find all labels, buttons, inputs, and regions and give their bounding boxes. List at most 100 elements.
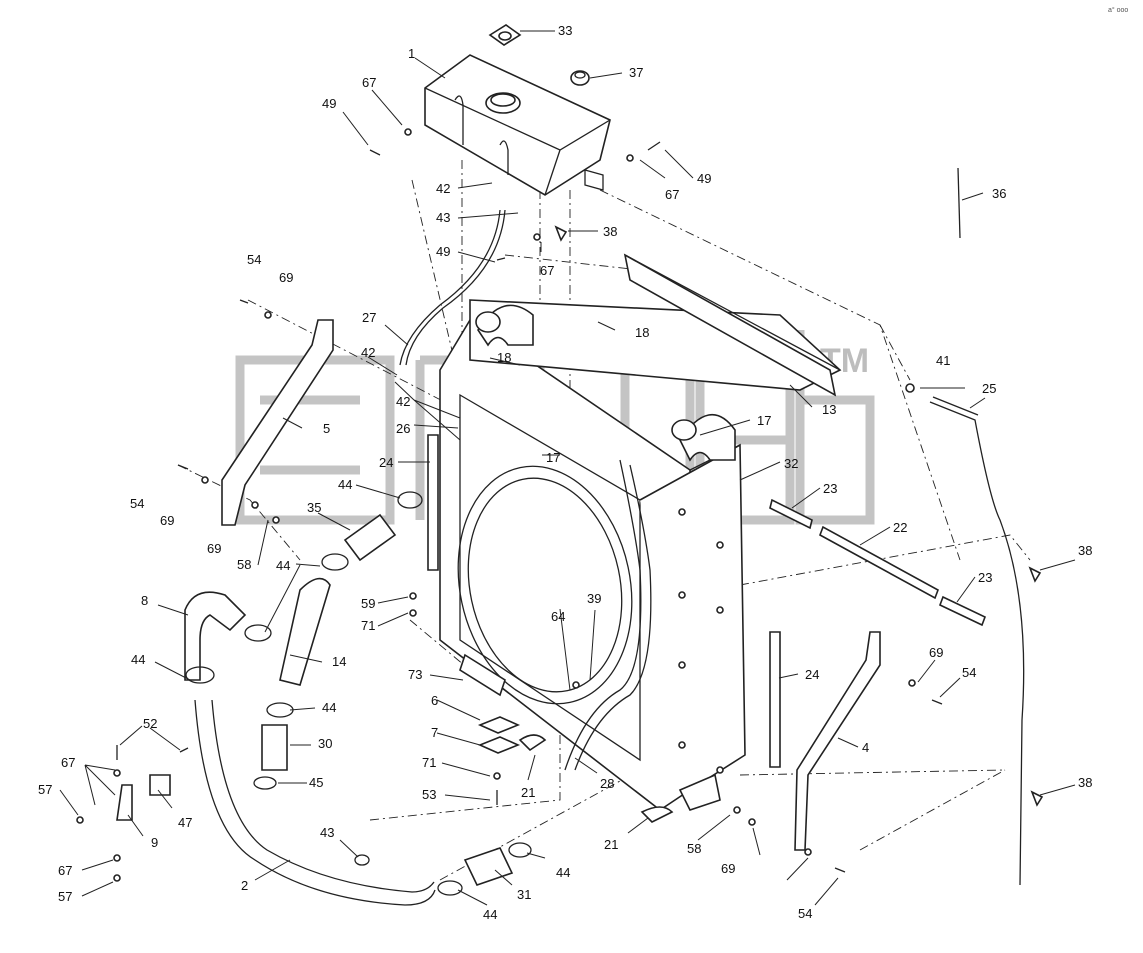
callout-14: 14 xyxy=(332,654,346,669)
callout-45: 45 xyxy=(309,775,323,790)
leader-lines xyxy=(59,30,1076,906)
callout-44-f: 44 xyxy=(483,907,497,922)
callout-7: 7 xyxy=(431,725,438,740)
callout-59: 59 xyxy=(361,596,375,611)
callout-32: 32 xyxy=(784,456,798,471)
rubber-seal-left xyxy=(427,434,439,571)
callout-44-b: 44 xyxy=(276,558,290,573)
callout-28: 28 xyxy=(600,776,614,791)
expansion-tank xyxy=(424,54,611,196)
callout-67-mid: 67 xyxy=(540,263,554,278)
callout-44-a: 44 xyxy=(338,477,352,492)
rubber-seal-right xyxy=(769,631,781,768)
pipe-2 xyxy=(194,699,436,906)
callout-69-right: 69 xyxy=(929,645,943,660)
callout-67-right: 67 xyxy=(665,187,679,202)
cable-tie xyxy=(957,167,961,239)
callout-54-right: 54 xyxy=(962,665,976,680)
callout-36: 36 xyxy=(992,186,1006,201)
callout-69-left-b: 69 xyxy=(207,541,221,556)
callout-31: 31 xyxy=(517,887,531,902)
callout-54-bottom: 54 xyxy=(798,906,812,921)
callout-58-right: 58 xyxy=(687,841,701,856)
callout-49-right: 49 xyxy=(697,171,711,186)
callout-23-upper: 23 xyxy=(823,481,837,496)
overflow-hose xyxy=(399,209,506,366)
callout-57-lower: 57 xyxy=(58,889,72,904)
callout-53: 53 xyxy=(422,787,436,802)
radiator-assembly xyxy=(439,253,842,811)
callout-21-left: 21 xyxy=(521,785,535,800)
callout-58-left: 58 xyxy=(237,557,251,572)
callout-26: 26 xyxy=(396,421,410,436)
callout-71-lower: 71 xyxy=(422,755,436,770)
callout-39: 39 xyxy=(587,591,601,606)
callout-4: 4 xyxy=(862,740,869,755)
callout-27: 27 xyxy=(362,310,376,325)
callout-42-lower: 42 xyxy=(396,394,410,409)
callout-42-top: 42 xyxy=(436,181,450,196)
stay-bracket-left xyxy=(221,319,334,526)
callout-73: 73 xyxy=(408,667,422,682)
callout-30: 30 xyxy=(318,736,332,751)
callout-44-d: 44 xyxy=(322,700,336,715)
callout-8: 8 xyxy=(141,593,148,608)
cap-seal xyxy=(570,70,590,86)
callout-47: 47 xyxy=(178,815,192,830)
callout-35: 35 xyxy=(307,500,321,515)
callout-13: 13 xyxy=(822,402,836,417)
callout-44-c: 44 xyxy=(131,652,145,667)
hose-clamps xyxy=(185,491,532,896)
hose-35 xyxy=(343,513,397,562)
callout-38-right-upper: 38 xyxy=(1078,543,1092,558)
hose-8 xyxy=(184,591,247,681)
callout-33: 33 xyxy=(558,23,572,38)
callout-71-upper: 71 xyxy=(361,618,375,633)
callout-18-left: 18 xyxy=(497,350,511,365)
fasteners xyxy=(76,128,1044,882)
callout-67-bottom: 67 xyxy=(58,863,72,878)
callout-57-upper: 57 xyxy=(38,782,52,797)
callout-69-bottom: 69 xyxy=(721,861,735,876)
callout-69-left-a: 69 xyxy=(160,513,174,528)
callout-49-mid: 49 xyxy=(436,244,450,259)
callout-43-top: 43 xyxy=(436,210,450,225)
callout-69-top: 69 xyxy=(279,270,293,285)
callout-9: 9 xyxy=(151,835,158,850)
callout-52: 52 xyxy=(143,716,157,731)
callout-18-right: 18 xyxy=(635,325,649,340)
callout-17-right: 17 xyxy=(757,413,771,428)
callout-2: 2 xyxy=(241,878,248,893)
callout-24-left: 24 xyxy=(379,455,393,470)
callout-41: 41 xyxy=(936,353,950,368)
callout-67-left: 67 xyxy=(362,75,376,90)
callout-22: 22 xyxy=(893,520,907,535)
callout-21-right: 21 xyxy=(604,837,618,852)
callout-38-right-lower: 38 xyxy=(1078,775,1092,790)
overflow-line-25 xyxy=(929,396,1025,886)
hose-31 xyxy=(463,847,514,886)
callout-38-top: 38 xyxy=(603,224,617,239)
callout-64: 64 xyxy=(551,609,565,624)
callout-labels: 1 2 4 5 6 7 8 9 13 14 17 17 18 18 21 21 … xyxy=(38,23,1092,922)
callout-23-lower: 23 xyxy=(978,570,992,585)
callout-24-right: 24 xyxy=(805,667,819,682)
callout-5: 5 xyxy=(323,421,330,436)
foam-strip-long xyxy=(819,525,939,600)
corner-mark: a° ooo xyxy=(1108,6,1128,14)
hose-28 xyxy=(564,459,652,771)
filler-cap xyxy=(488,24,522,46)
hose-14 xyxy=(279,577,331,686)
callout-49-left: 49 xyxy=(322,96,336,111)
callout-17-left: 17 xyxy=(546,450,560,465)
callout-37: 37 xyxy=(629,65,643,80)
callout-6: 6 xyxy=(431,693,438,708)
connector-30 xyxy=(261,724,288,771)
callout-1: 1 xyxy=(408,46,415,61)
callout-54-left: 54 xyxy=(130,496,144,511)
callout-44-e: 44 xyxy=(556,865,570,880)
callout-67-bracket: 67 xyxy=(61,755,75,770)
foam-strip-short-lower xyxy=(938,595,987,627)
callout-25: 25 xyxy=(982,381,996,396)
